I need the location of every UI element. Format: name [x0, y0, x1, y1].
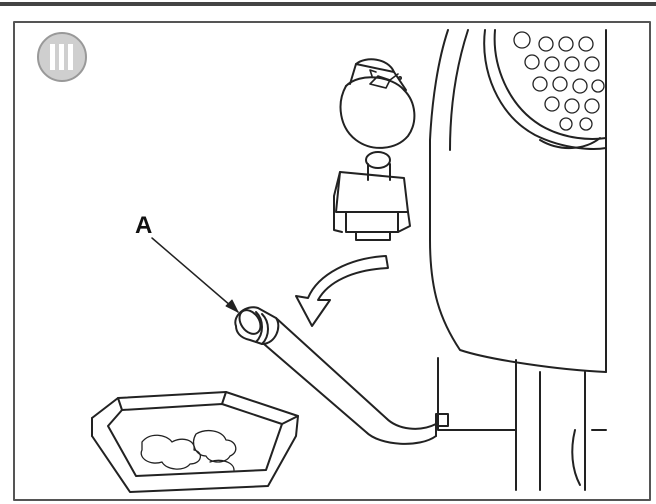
callout-label-a: A: [135, 212, 153, 239]
step-marker-badge: [37, 32, 87, 82]
oil-puddle: [140, 429, 237, 471]
diagram-border: [13, 21, 651, 501]
oil-filler-cap: [339, 58, 416, 149]
oil-can-symbol-icon: [369, 69, 402, 89]
drain-plug: [333, 151, 411, 241]
drain-pan: [91, 391, 299, 493]
engine-body: [429, 29, 607, 491]
callout-a-leader: [151, 237, 239, 313]
curved-arrow-icon: [295, 255, 389, 327]
callout-a-arrowhead: [225, 299, 239, 313]
air-filter-screen: [483, 29, 607, 150]
drain-hose: [234, 306, 437, 445]
